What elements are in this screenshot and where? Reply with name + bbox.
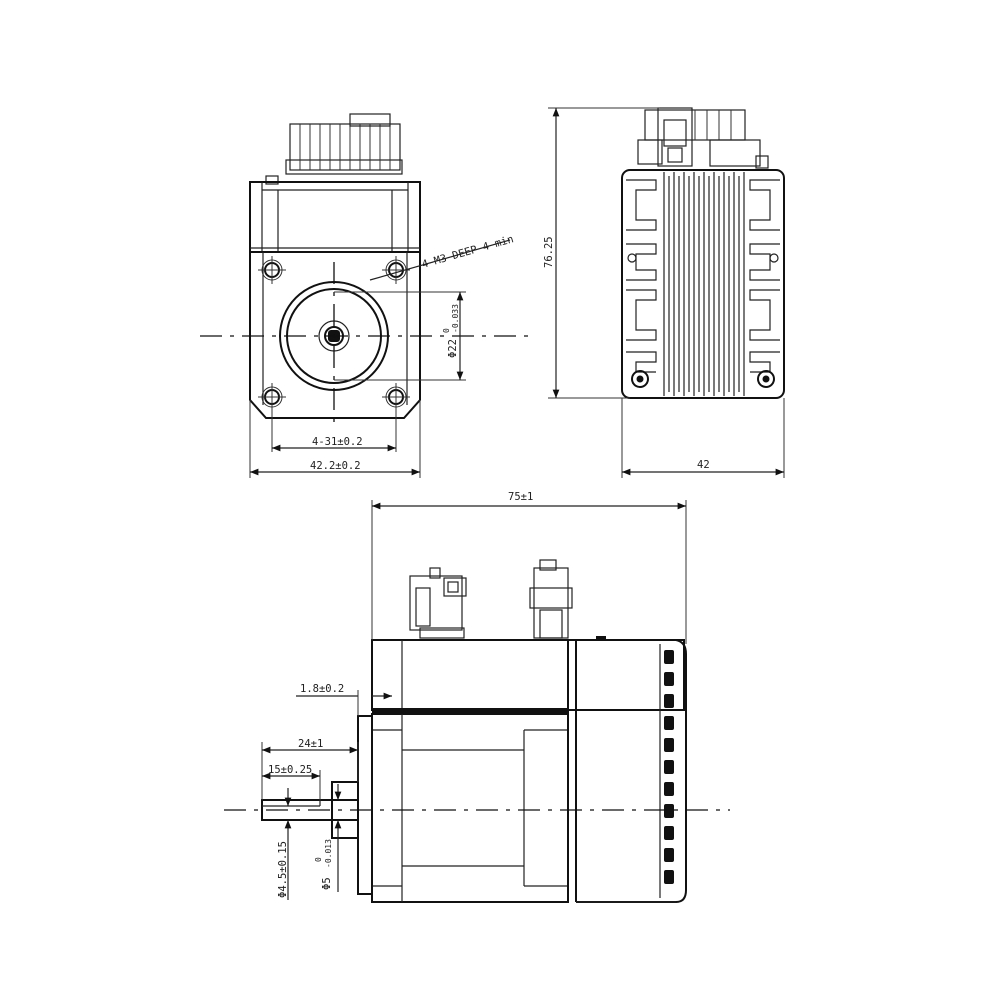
rear-heatsink-body	[621, 169, 785, 399]
front-terminal-block	[265, 113, 403, 185]
shaft-diameter-dimension: Φ5 0 -0.013	[314, 784, 342, 892]
svg-text:76.25: 76.25	[543, 236, 555, 268]
svg-text:4-31±0.2: 4-31±0.2	[312, 436, 363, 448]
side-view: 75±1 1.8±0.2 24±1 15±0.25 Φ4	[224, 491, 730, 903]
svg-text:75±1: 75±1	[508, 491, 533, 503]
rear-side-ribs-left	[626, 179, 657, 373]
side-connector-left	[409, 567, 467, 639]
rear-view: 76.25 42	[543, 107, 785, 478]
flange-thickness-dimension: 1.8±0.2	[296, 683, 392, 716]
side-flange-plate	[357, 715, 373, 895]
hole-spacing-dimension: 4-31±0.2	[271, 404, 397, 452]
flat-length-dimension: 15±0.25	[261, 764, 321, 800]
svg-text:-0.033: -0.033	[451, 304, 460, 333]
flange-width-dimension: 42.2±0.2	[249, 400, 421, 478]
svg-text:42: 42	[697, 459, 710, 471]
svg-text:24±1: 24±1	[298, 738, 323, 750]
side-heatsink-fins	[664, 650, 674, 884]
pilot-diameter-dimension: Φ22 0 -0.033	[334, 291, 466, 381]
side-connector-right	[529, 559, 573, 639]
side-rear-heatsink	[576, 639, 687, 903]
svg-text:0: 0	[442, 328, 451, 333]
total-length-dimension: 75±1	[371, 491, 687, 644]
svg-text:42.2±0.2: 42.2±0.2	[310, 460, 361, 472]
svg-text:0: 0	[314, 857, 323, 862]
front-driver-housing	[249, 181, 421, 253]
height-dimension: 76.25	[543, 107, 660, 399]
svg-text:1.8±0.2: 1.8±0.2	[300, 683, 344, 695]
tapped-holes-label: 4-M3 DEEP 4 min	[421, 233, 515, 271]
rear-side-ribs-right	[749, 179, 780, 373]
flat-diameter-dimension: Φ4.5±0.15	[277, 788, 292, 900]
svg-text:15±0.25: 15±0.25	[268, 764, 312, 776]
body-width-dimension: 42	[621, 398, 785, 478]
side-driver-housing	[371, 639, 685, 711]
svg-text:-0.013: -0.013	[324, 839, 333, 868]
svg-text:Φ22: Φ22	[447, 339, 459, 358]
rear-heatsink-fins	[663, 172, 745, 396]
svg-text:Φ5: Φ5	[321, 877, 333, 890]
svg-text:Φ4.5±0.15: Φ4.5±0.15	[277, 841, 289, 898]
front-view: 4-M3 DEEP 4 min Φ22 0 -0.033 4-31±0.2 42…	[200, 113, 530, 478]
rear-terminal-block	[637, 107, 769, 169]
